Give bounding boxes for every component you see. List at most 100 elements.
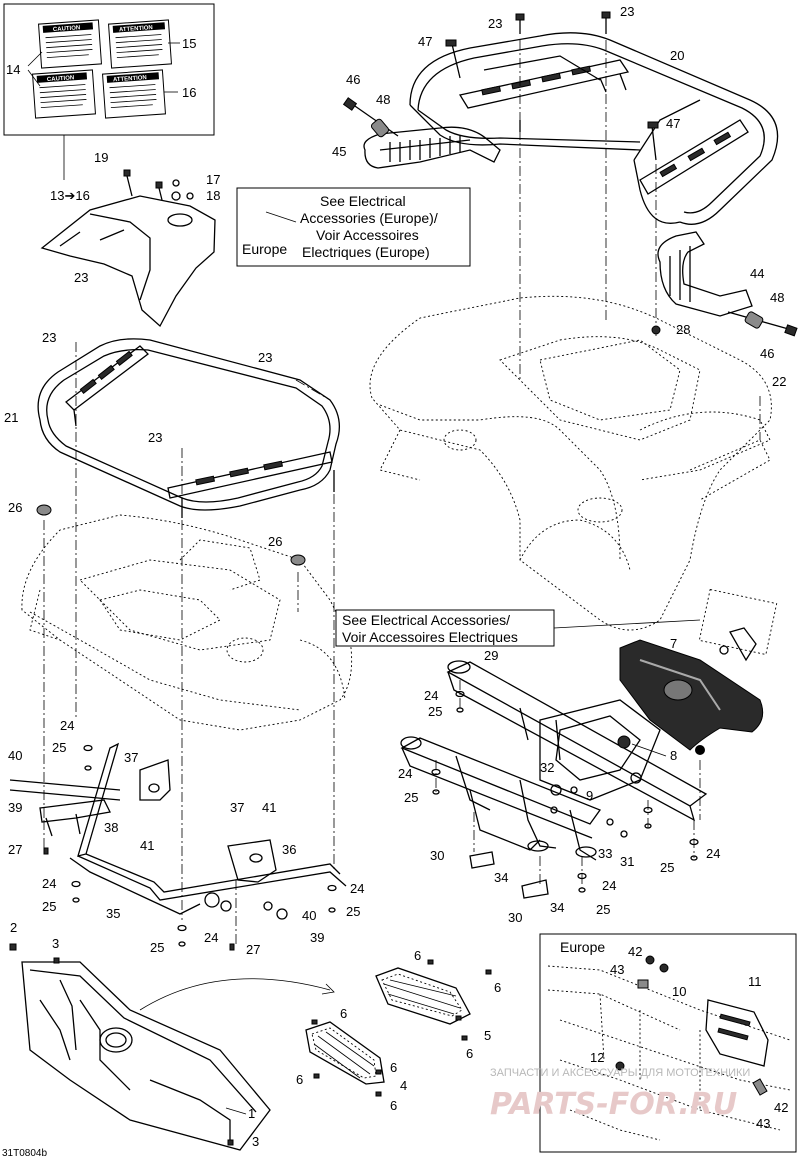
svg-text:Accessories (Europe)/: Accessories (Europe)/ — [300, 210, 438, 226]
callout-27b: 27 — [246, 942, 260, 957]
callout-45: 45 — [332, 144, 346, 159]
callout-26b: 26 — [268, 534, 282, 549]
callout-40a: 40 — [8, 748, 22, 763]
callout-24e: 24 — [424, 688, 438, 703]
callout-6b: 6 — [494, 980, 501, 995]
europe-inset: Europe — [539, 933, 797, 1153]
inset-title: Europe — [560, 939, 605, 955]
callout-17: 17 — [206, 172, 220, 187]
grab-handle-44 — [657, 231, 753, 317]
callout-9: 9 — [586, 788, 593, 803]
callout-6c: 6 — [340, 1006, 347, 1021]
callout-23e: 23 — [258, 350, 272, 365]
callout-5: 5 — [484, 1028, 491, 1043]
callout-23b: 23 — [620, 4, 634, 19]
rear-frame-29 — [400, 660, 708, 861]
front-bumper-1 — [21, 961, 271, 1151]
svg-text:Voir Accessoires Electriques: Voir Accessoires Electriques — [342, 629, 518, 645]
callout-46b: 46 — [760, 346, 774, 361]
callout-24g: 24 — [706, 846, 720, 861]
front-fender-dotted — [21, 514, 353, 731]
callout-31: 31 — [620, 854, 634, 869]
callout-44: 44 — [750, 266, 764, 281]
callout-25c: 25 — [346, 904, 360, 919]
callout-24d: 24 — [204, 930, 218, 945]
callout-34a: 34 — [494, 870, 508, 885]
callout-24a: 24 — [60, 718, 74, 733]
callout-30b: 30 — [508, 910, 522, 925]
hardware — [9, 325, 699, 1146]
callout-1: 1 — [248, 1106, 255, 1121]
grille-5 — [375, 967, 471, 1025]
callout-37a: 37 — [124, 750, 138, 765]
callout-11: 11 — [748, 974, 762, 989]
callout-12: 12 — [590, 1050, 604, 1065]
decal-caution-1: CAUTION — [53, 25, 81, 33]
decal-attention-1: ATTENTION — [119, 25, 153, 33]
tail-light-7 — [619, 588, 778, 755]
svg-text:Electriques (Europe): Electriques (Europe) — [302, 244, 430, 260]
callout-22: 22 — [772, 374, 786, 389]
rear-fender-dotted — [369, 295, 772, 631]
callout-6e: 6 — [296, 1072, 303, 1087]
callout-43b: 43 — [756, 1116, 770, 1131]
callout-25f: 25 — [404, 790, 418, 805]
callout-24f: 24 — [398, 766, 412, 781]
callout-3a: 3 — [52, 936, 59, 951]
callout-16: 16 — [182, 85, 196, 100]
callout-43a: 43 — [610, 962, 624, 977]
front-frame-35 — [9, 742, 347, 920]
callout-10: 10 — [672, 984, 686, 999]
callout-2: 2 — [10, 920, 17, 935]
grille-4 — [305, 1021, 385, 1085]
diagram-code: 31T0804b — [2, 1148, 47, 1159]
decal-inset: CAUTION ATTENTION CAUTION ATTENTION — [3, 3, 215, 180]
watermark: ЗАПЧАСТИ И АКСЕССУАРЫ ДЛЯ МОТОТЕХНИКИ PA… — [490, 1067, 750, 1122]
callout-25b: 25 — [42, 899, 56, 914]
svg-text:Voir Accessoires: Voir Accessoires — [316, 227, 419, 243]
callout-8: 8 — [670, 748, 677, 763]
europe-trim-piece — [40, 169, 216, 328]
europe-label: Europe — [242, 241, 287, 257]
callout-25g: 25 — [660, 860, 674, 875]
callout-33: 33 — [598, 846, 612, 861]
callout-23f: 23 — [148, 430, 162, 445]
callout-40b: 40 — [302, 908, 316, 923]
callout-18: 18 — [206, 188, 220, 203]
callout-14: 14 — [6, 62, 20, 77]
callouts: 1 2 3 3 4 5 6 6 6 6 6 6 6 7 8 9 10 11 12… — [2, 4, 788, 1159]
callout-26a: 26 — [8, 500, 22, 515]
callout-6d: 6 — [466, 1046, 473, 1061]
callout-3b: 3 — [252, 1134, 259, 1149]
callout-46a: 46 — [346, 72, 360, 87]
callout-4: 4 — [400, 1078, 407, 1093]
callout-24c: 24 — [350, 881, 364, 896]
callout-39b: 39 — [310, 930, 324, 945]
callout-42a: 42 — [628, 944, 642, 959]
callout-25d: 25 — [150, 940, 164, 955]
callout-21: 21 — [4, 410, 18, 425]
callout-19: 19 — [94, 150, 108, 165]
callout-47a: 47 — [418, 34, 432, 49]
callout-28: 28 — [676, 322, 690, 337]
callout-39a: 39 — [8, 800, 22, 815]
callout-41b: 41 — [262, 800, 276, 815]
grab-handle-45 — [363, 126, 501, 169]
callout-37b: 37 — [230, 800, 244, 815]
callout-25a: 25 — [52, 740, 66, 755]
callout-36: 36 — [282, 842, 296, 857]
callout-48a: 48 — [376, 92, 390, 107]
callout-41a: 41 — [140, 838, 154, 853]
rear-rack-20 — [409, 32, 779, 225]
svg-text:See Electrical Accessories/: See Electrical Accessories/ — [342, 612, 510, 628]
callout-13-16: 13➔16 — [50, 188, 90, 203]
callout-20: 20 — [670, 48, 684, 63]
decal-caution-2: CAUTION — [47, 75, 75, 83]
callout-38: 38 — [104, 820, 118, 835]
svg-text:See Electrical: See Electrical — [320, 193, 406, 209]
callout-6g: 6 — [390, 1060, 397, 1075]
svg-text:ЗАПЧАСТИ И АКСЕССУАРЫ ДЛЯ МОТО: ЗАПЧАСТИ И АКСЕССУАРЫ ДЛЯ МОТОТЕХНИКИ — [490, 1067, 750, 1079]
note-electrical-europe: See Electrical Accessories (Europe)/ Voi… — [236, 187, 471, 267]
front-rack-21 — [37, 338, 341, 518]
callout-25h: 25 — [596, 902, 610, 917]
